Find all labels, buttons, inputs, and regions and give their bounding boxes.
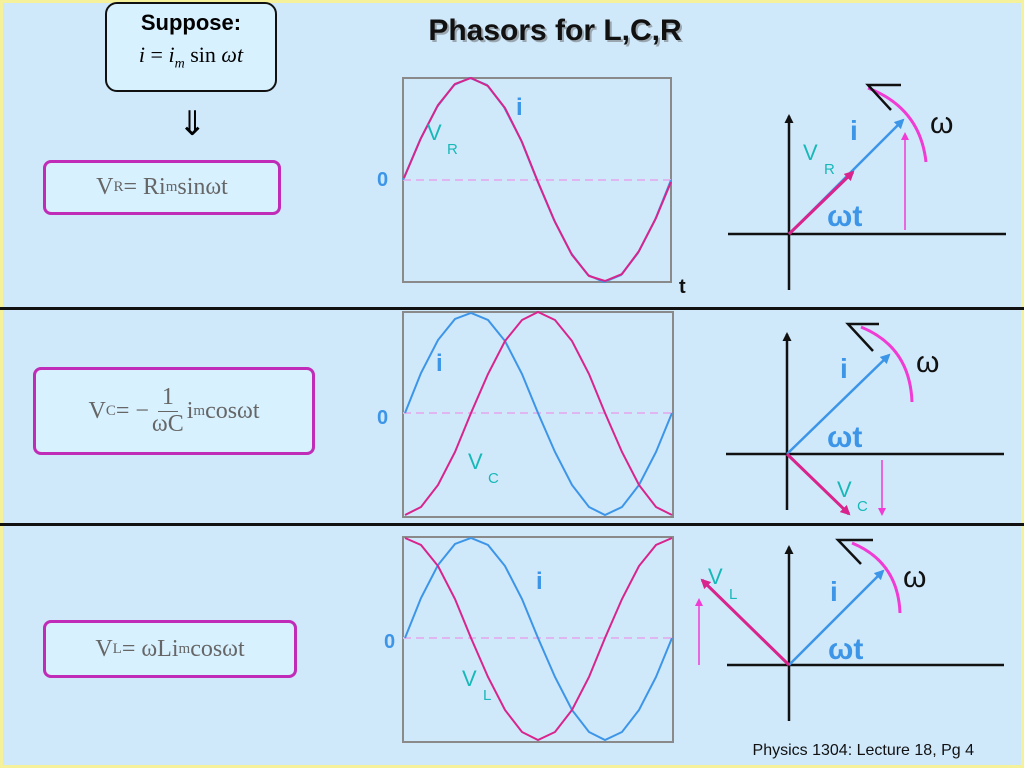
graph1-zero-label: 0 [377, 169, 388, 191]
suppose-box: Suppose: i = im sin ωt [105, 2, 277, 92]
vc-symbol: V [88, 397, 106, 424]
vc-im-sub: m [193, 402, 206, 419]
voltage-l-waveform [404, 537, 673, 742]
slide-footer: Physics 1304: Lecture 18, Pg 4 [752, 742, 974, 759]
eq-im: i [168, 42, 175, 67]
phasor2-i-label: i [840, 353, 848, 384]
capacitor-waveform-graph: i V C 0 [377, 310, 674, 518]
phasor1-v-sub: R [824, 161, 835, 178]
vl-im-sub: m [178, 640, 191, 657]
section-divider-top [0, 307, 1024, 310]
graph1-t-label: t [679, 276, 686, 298]
angle-marker [845, 322, 879, 352]
suppose-heading: Suppose: [140, 10, 242, 35]
slide-title: Phasors for L,C,R [428, 14, 682, 47]
inductor-phasor-diagram: i ω V L ωt [695, 538, 1004, 721]
angle-marker [865, 83, 901, 111]
voltage-c-phasor [785, 452, 851, 516]
rotation-arc [851, 541, 902, 614]
phasor1-omega-icon: ω [930, 107, 953, 140]
phasor2-v-sub: C [857, 498, 868, 515]
vl-sub: L [112, 640, 122, 657]
graph2-i-label: i [436, 350, 443, 377]
graph2-v-sub: C [488, 470, 499, 487]
phasor3-v-sub: L [729, 586, 737, 603]
vr-symbol: V [96, 174, 114, 200]
phasor3-omega-t-label: ωt [828, 633, 863, 666]
phasor1-v-label: V [803, 140, 818, 165]
graph3-zero-label: 0 [384, 631, 395, 653]
graph3-v-label: V [462, 666, 477, 691]
phasor3-v-label: V [708, 564, 723, 589]
graph1-v-label: V [427, 120, 442, 145]
current-waveform [404, 536, 673, 742]
resistor-waveform-graph: i V R 0 t [377, 76, 686, 298]
vr-rhs: = Ri [123, 174, 166, 200]
vr-im-sub: m [165, 179, 178, 195]
phasor2-omega-t-label: ωt [827, 421, 862, 454]
vl-rhs: = ωLi [121, 635, 179, 662]
phasor2-omega-icon: ω [916, 346, 939, 379]
vc-sub: C [105, 402, 116, 419]
vc-equals: = − [115, 397, 149, 424]
eq-i: i [138, 42, 146, 67]
section-divider-bottom [0, 523, 1024, 526]
vl-func: cosωt [190, 635, 245, 662]
angle-marker [835, 538, 873, 565]
rotation-arc [860, 325, 914, 403]
vc-i: i [186, 397, 194, 424]
eq-equals: = [145, 42, 169, 67]
phasor1-i-label: i [850, 115, 858, 146]
vc-frac-den: ωC [151, 410, 184, 437]
current-phasor [788, 569, 885, 666]
eq-im-sub: m [174, 56, 185, 72]
voltage-r-waveform [403, 76, 672, 283]
graph1-v-sub: R [447, 141, 458, 158]
voltage-r-phasor [787, 170, 855, 236]
phasor1-omega-t-label: ωt [827, 200, 862, 233]
voltage-c-waveform [404, 310, 673, 516]
voltage-l-phasor [700, 578, 791, 667]
phasor3-i-label: i [830, 576, 838, 607]
phasor2-v-label: V [837, 477, 852, 502]
graph-frame [402, 536, 674, 743]
capacitor-phasor-diagram: i ω V C ωt [726, 322, 1004, 516]
vc-func: cosωt [205, 397, 260, 424]
graph1-i-label: i [516, 94, 523, 121]
resistor-phasor-diagram: i ω V R ωt [728, 83, 1006, 290]
vr-sub: R [113, 179, 124, 195]
suppose-equation: i = im sin ωt [107, 42, 275, 72]
current-waveform [404, 311, 673, 517]
eq-omega-t: ωt [221, 42, 244, 67]
graph3-v-sub: L [483, 687, 491, 704]
vr-func: sinωt [177, 174, 228, 200]
eq-sin: sin [184, 42, 222, 67]
graph2-v-label: V [468, 449, 483, 474]
implies-arrow-icon: ⇓ [178, 104, 207, 144]
vc-frac-num: 1 [157, 385, 178, 412]
graph2-zero-label: 0 [377, 407, 388, 429]
rotation-arc [867, 86, 928, 163]
graph3-i-label: i [536, 568, 543, 595]
current-phasor [786, 353, 891, 455]
vl-symbol: V [95, 635, 113, 662]
phasor3-omega-icon: ω [903, 561, 926, 594]
inductor-waveform-graph: i V L 0 [384, 536, 674, 743]
